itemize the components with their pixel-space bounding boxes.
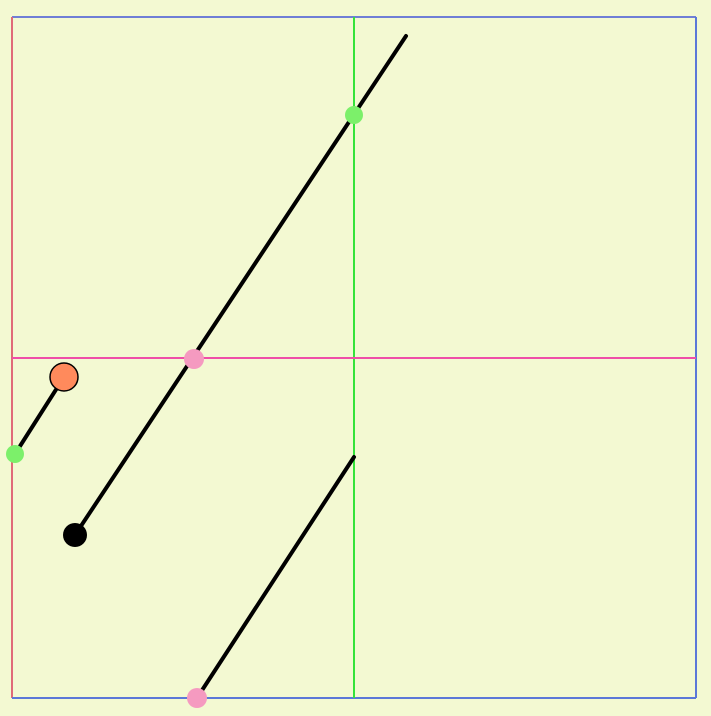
black-endpoint[interactable] xyxy=(63,523,87,547)
left-wrapped-segment[interactable] xyxy=(13,375,66,456)
green-intersection-point-left[interactable] xyxy=(6,445,24,463)
pink-intersection-point-middle[interactable] xyxy=(184,349,204,369)
pink-intersection-point-bottom[interactable] xyxy=(187,688,207,708)
short-diagonal-segment[interactable] xyxy=(195,455,356,700)
green-intersection-point-top[interactable] xyxy=(345,106,363,124)
orange-control-point[interactable] xyxy=(49,362,79,392)
